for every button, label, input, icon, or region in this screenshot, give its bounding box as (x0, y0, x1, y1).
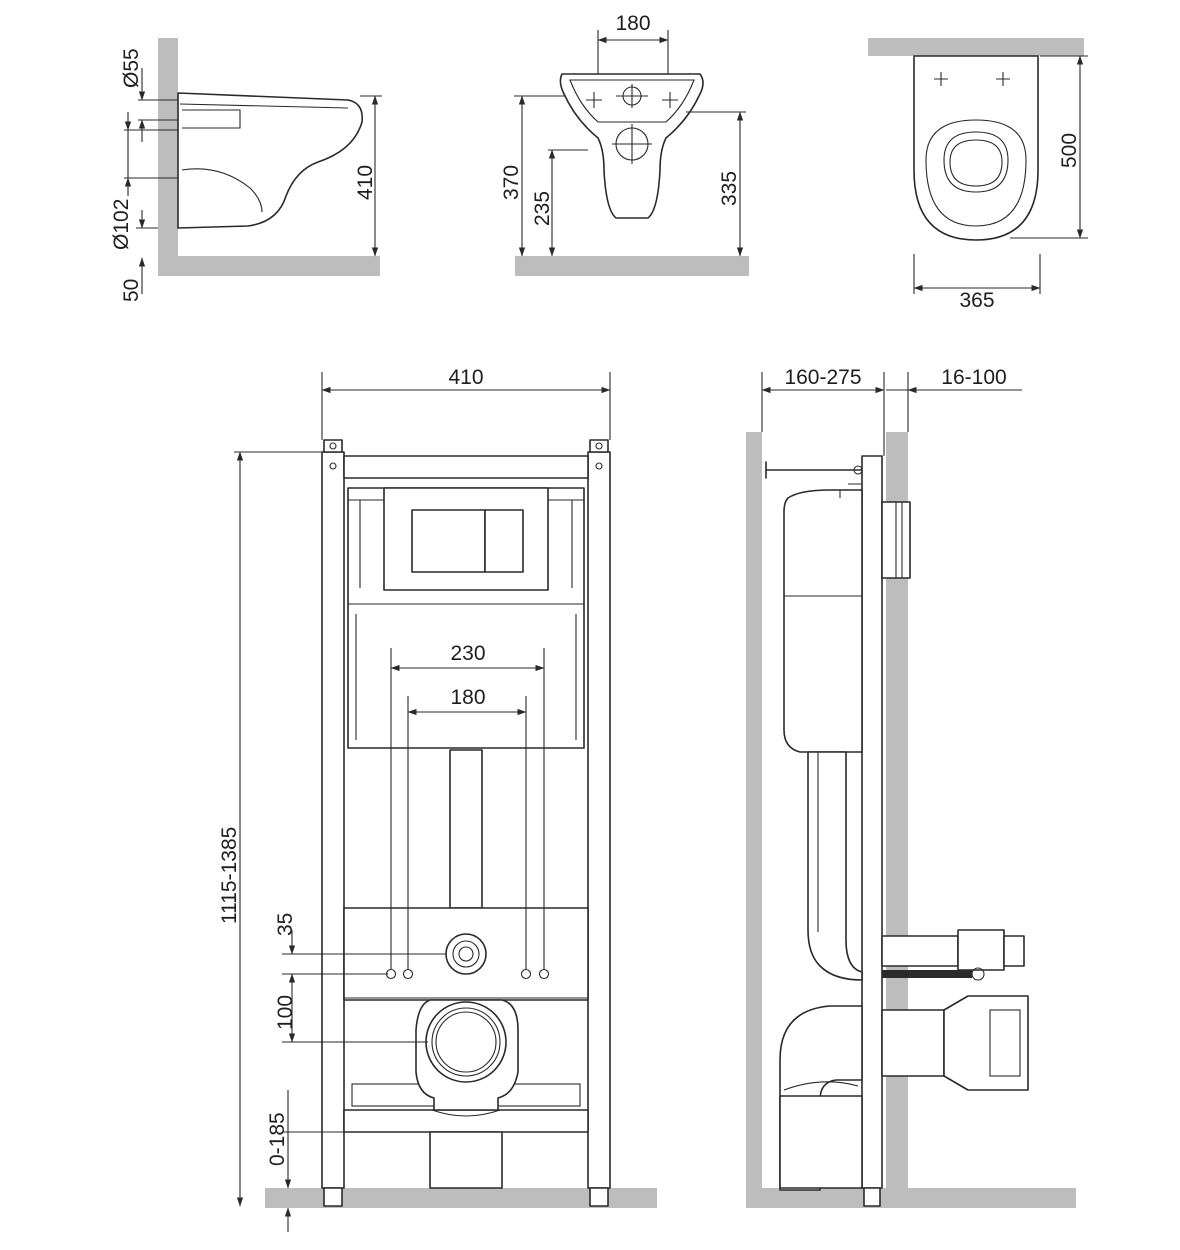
dim-16-100: 16-100 (886, 366, 1022, 432)
floor (158, 256, 380, 276)
dim-35: 35 (274, 913, 446, 975)
label-w230: 230 (450, 642, 485, 665)
dim-410: 410 (354, 95, 382, 257)
anchor-stud (882, 970, 972, 978)
label-d500: 500 (1058, 133, 1081, 168)
cistern-side (783, 489, 863, 753)
dim-d55: Ø55 (120, 48, 178, 142)
dim-235: 235 (531, 149, 588, 257)
floor (265, 1188, 657, 1208)
flush-pipe (449, 749, 483, 909)
label-w180-bowl: 180 (615, 12, 650, 35)
frame-top-rail (343, 455, 589, 479)
flush-button-large (411, 509, 486, 573)
label-h410: 410 (354, 165, 377, 200)
flush-button-small (484, 509, 524, 573)
bowl-top-outline (913, 55, 1039, 241)
drain-connector-side (881, 1009, 945, 1077)
label-h100: 100 (274, 995, 297, 1030)
label-w365: 365 (959, 289, 994, 312)
label-h0-185: 0-185 (266, 1112, 289, 1166)
label-h50: 50 (120, 279, 143, 302)
drain-outlet (425, 1001, 507, 1083)
label-h335: 335 (718, 171, 741, 206)
label-w180-frame: 180 (450, 686, 485, 709)
back-wall (746, 432, 762, 1190)
dim-180-frame: 180 (407, 686, 527, 970)
seat-opening (943, 131, 1009, 193)
dim-160-275: 160-275 (761, 366, 885, 456)
dim-180-top: 180 (597, 12, 669, 74)
frame-upright-side (861, 455, 883, 1189)
dim-100: 100 (274, 973, 428, 1043)
dim-410-frame: 410 (321, 366, 611, 440)
front-wall (886, 432, 908, 1188)
flush-pipe-side (807, 751, 863, 981)
frame-right-upright (587, 451, 611, 1189)
drain-pipe-down (429, 1131, 503, 1189)
frame-front-view: 410 230 180 1115-1385 35 100 (218, 366, 657, 1232)
dim-370: 370 (500, 95, 566, 257)
dim-230: 230 (390, 642, 545, 970)
seat-outline (925, 119, 1027, 227)
wall (158, 38, 178, 258)
dim-0-185: 0-185 (266, 1090, 344, 1232)
dim-d102: Ø102 (110, 112, 178, 250)
label-h1115-1385: 1115-1385 (218, 827, 241, 924)
floor (515, 256, 749, 276)
frame-left-upright (321, 451, 345, 1189)
label-h35: 35 (274, 913, 297, 936)
label-h235: 235 (531, 191, 554, 226)
dim-50: 50 (120, 210, 158, 302)
label-w410-frame: 410 (448, 366, 483, 389)
label-d55: Ø55 (120, 48, 143, 88)
label-d102: Ø102 (110, 199, 133, 250)
bowl-top-view: 500 365 (868, 38, 1088, 312)
dim-365: 365 (913, 254, 1041, 312)
bowl-side-view: Ø55 Ø102 50 410 (110, 38, 382, 302)
bowl-side-outline (177, 92, 364, 229)
label-d16-100: 16-100 (941, 366, 1006, 389)
floor (746, 1188, 1076, 1208)
dim-500: 500 (1010, 55, 1088, 239)
frame-side-view: 160-275 16-100 (746, 366, 1076, 1208)
label-h370: 370 (500, 165, 523, 200)
dim-1115-1385: 1115-1385 (218, 451, 322, 1207)
water-inlet-side (881, 935, 959, 967)
label-d160-275: 160-275 (784, 366, 861, 389)
bowl-back-view: 180 370 235 335 (500, 12, 749, 276)
wall (868, 38, 1084, 56)
water-inlet (445, 933, 487, 975)
dim-335: 335 (686, 111, 746, 257)
